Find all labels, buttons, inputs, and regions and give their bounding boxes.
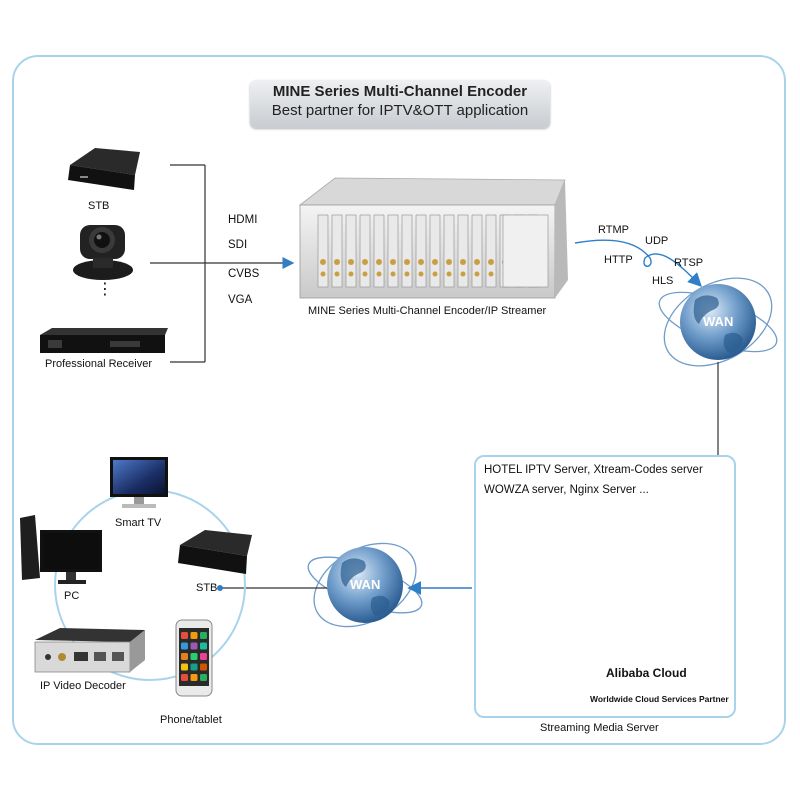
phone-icon [175,619,213,697]
wan-top-label: WAN [703,314,734,329]
title-line-1: MINE Series Multi-Channel Encoder [272,83,528,100]
protocol-rtsp: RTSP [674,257,704,269]
camera-icon [73,225,133,280]
wan-bottom-label: WAN [350,577,381,592]
encoder-label: MINE Series Multi-Channel Encoder/IP Str… [308,305,547,317]
input-sdi-label: SDI [228,239,248,251]
smart-tv-icon [110,457,168,508]
ip-decoder-icon [34,628,145,673]
server-caption: Streaming Media Server [540,722,659,734]
title-line-2: Best partner for IPTV&OTT application [271,102,529,119]
pc-icon [20,515,102,584]
server-box [474,455,736,718]
more-sources-dots: ⋮ [97,281,113,298]
protocol-udp: UDP [645,235,669,247]
server-line-2: WOWZA server, Nginx Server ... [484,484,649,496]
stb-client-label: STB [196,582,218,594]
wan-globe-top [658,277,778,367]
input-vga-label: VGA [228,294,253,306]
encoder-rack-icon [298,177,568,299]
protocol-http: HTTP [604,254,633,266]
phone-label: Phone/tablet [160,714,222,726]
input-hdmi-label: HDMI [228,214,258,226]
decoder-label: IP Video Decoder [40,680,126,692]
pc-label: PC [64,590,80,602]
stb-device-icon [68,148,140,190]
smart-tv-label: Smart TV [115,517,162,529]
stb-connection-dot [217,585,223,591]
wan-globe-bottom [307,542,423,628]
receiver-label: Professional Receiver [45,358,152,370]
protocol-arrow [574,239,702,287]
stb-source-label: STB [88,200,110,212]
diagram-frame [12,55,786,745]
protocol-rtmp: RTMP [598,224,629,236]
protocol-hls: HLS [652,275,674,287]
title-box: MINE Series Multi-Channel Encoder Best p… [250,80,550,128]
stb-bottom-device-icon [178,530,252,574]
alibaba-brand-label: Alibaba Cloud [606,666,687,680]
server-line-1: HOTEL IPTV Server, Xtream-Codes server [484,464,703,476]
input-cvbs-label: CVBS [228,268,260,280]
receiver-device-icon [40,328,168,353]
partner-label: Worldwide Cloud Services Partner [590,694,729,704]
